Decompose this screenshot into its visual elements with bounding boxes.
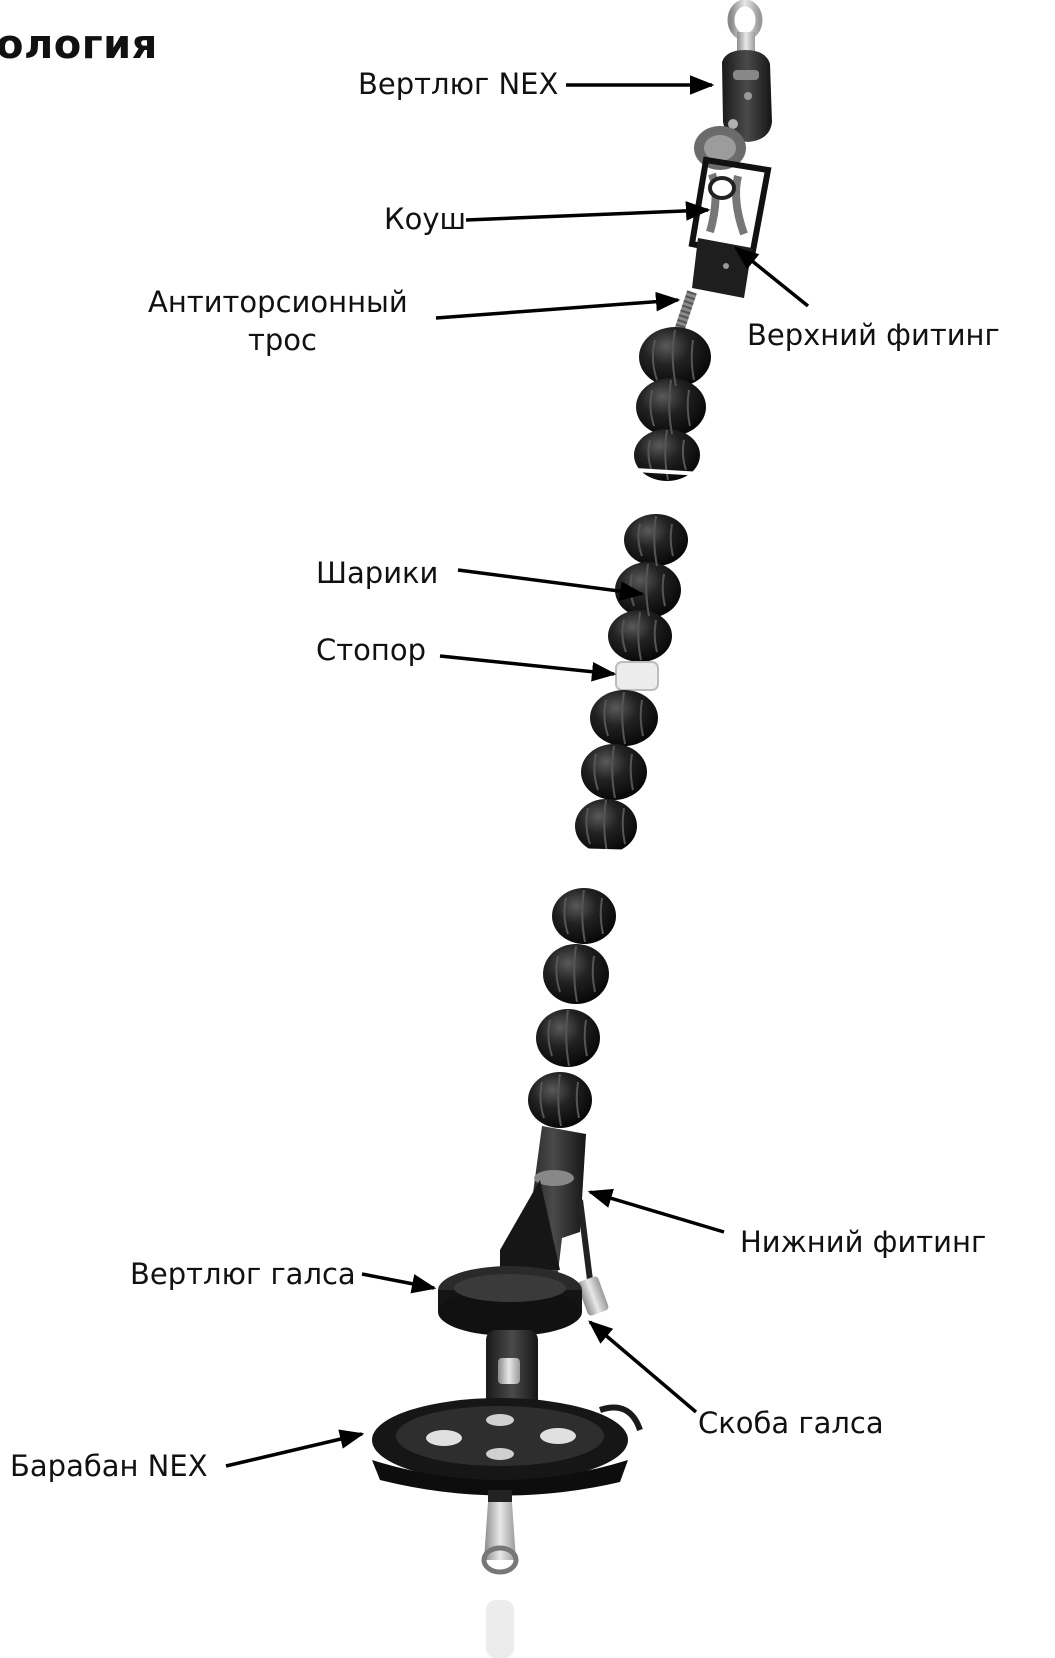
label-swivel-nex: Вертлюг NEX <box>358 66 558 102</box>
drum-part <box>372 1330 640 1658</box>
label-lower-fitting: Нижний фитинг <box>740 1224 986 1260</box>
balls-group-middle <box>608 514 688 662</box>
balls-group-bottom <box>528 888 616 1128</box>
label-stopper: Стопор <box>316 632 426 668</box>
arrow-anti-torsion <box>436 300 678 318</box>
label-upper-fitting: Верхний фитинг <box>747 317 1000 353</box>
tack-swivel-part <box>438 1266 582 1336</box>
label-tack-shackle: Скоба галса <box>698 1405 884 1441</box>
page-title: ология <box>0 22 158 68</box>
top-swivel-part <box>722 3 772 142</box>
balls-group-lower <box>570 690 658 853</box>
arrow-tack-shackle <box>590 1322 696 1412</box>
arrow-stopper <box>440 656 614 674</box>
arrow-drum-nex <box>226 1434 362 1466</box>
label-anti-torsion-line1: Антиторсионный <box>148 284 408 320</box>
arrow-tack-swivel <box>362 1274 434 1288</box>
brand-plate <box>733 70 759 80</box>
upper-fitting-part <box>692 160 768 298</box>
arrow-balls <box>458 570 642 594</box>
arrow-thimble <box>466 210 708 220</box>
label-balls: Шарики <box>316 555 438 591</box>
arrow-lower-fitting <box>590 1192 724 1232</box>
label-tack-swivel: Вертлюг галса <box>130 1256 356 1292</box>
stopper-part <box>616 662 658 690</box>
label-drum-nex: Барабан NEX <box>10 1448 208 1484</box>
label-anti-torsion-line2: трос <box>248 322 317 358</box>
balls-group-upper <box>634 327 711 481</box>
label-thimble: Коуш <box>384 201 466 237</box>
